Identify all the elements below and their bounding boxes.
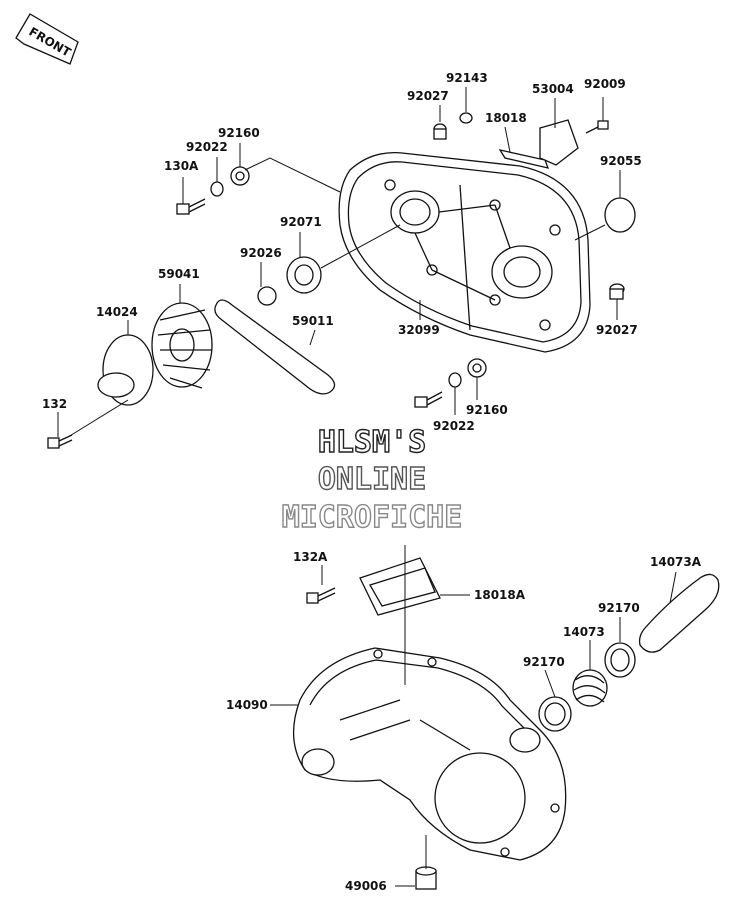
plate-18018A (359, 557, 441, 616)
watermark-line-2: ONLINE (318, 462, 426, 497)
pin-92027-top (433, 123, 447, 140)
bolt-132 (47, 434, 73, 449)
watermark-line-1: HLSM'S (318, 425, 426, 460)
callout-92071: 92071 (280, 215, 322, 229)
drive-belt-59011 (214, 299, 336, 395)
callout-92160-bottom: 92160 (466, 403, 508, 417)
callout-92026: 92026 (240, 246, 282, 260)
leader-lines-upper (57, 87, 621, 438)
callout-130A: 130A (164, 159, 199, 173)
cover-14024 (97, 334, 154, 406)
callout-92143: 92143 (446, 71, 488, 85)
washer-92022-bottom (448, 372, 462, 388)
cooling-fan-59041 (151, 302, 213, 389)
bolt-lower-right (414, 391, 443, 408)
inner-cover-32099 (338, 151, 591, 353)
callout-92022-bottom: 92022 (433, 419, 475, 433)
outer-cover-14090 (292, 647, 567, 861)
callout-92027-right: 92027 (596, 323, 638, 337)
callout-labels: 92143 92027 53004 92009 18018 92160 9202… (42, 71, 702, 893)
washer-92022-top (210, 181, 224, 197)
bushing-92143 (459, 112, 473, 124)
callout-14024: 14024 (96, 305, 138, 319)
bolt-92009 (585, 120, 609, 134)
callout-18018A: 18018A (474, 588, 526, 602)
callout-92022-top: 92022 (186, 140, 228, 154)
callout-92170-lower: 92170 (523, 655, 565, 669)
callout-132: 132 (42, 397, 67, 411)
callout-59011: 59011 (292, 314, 334, 328)
callout-92160-top: 92160 (218, 126, 260, 140)
callout-49006: 49006 (345, 879, 387, 893)
clamp-92170-upper (604, 642, 636, 678)
callout-92170-upper: 92170 (598, 601, 640, 615)
callout-53004: 53004 (532, 82, 574, 96)
seal-92071 (286, 256, 322, 294)
o-ring-92055 (604, 197, 636, 233)
leader-lines-lower (270, 545, 677, 887)
callout-18018: 18018 (485, 111, 527, 125)
callout-32099: 32099 (398, 323, 440, 337)
washer-92026 (257, 286, 277, 306)
pin-92027-right (609, 283, 625, 300)
drain-plug-49006 (415, 866, 437, 890)
clamp-92170-lower (538, 696, 572, 732)
bolt-132A (306, 587, 336, 604)
watermark-line-3: MICROFICHE (282, 500, 463, 535)
callout-92009: 92009 (584, 77, 626, 91)
callout-14073A: 14073A (650, 555, 702, 569)
callout-59041: 59041 (158, 267, 200, 281)
front-direction-marker: FRONT (15, 13, 79, 65)
callout-92027-top: 92027 (407, 89, 449, 103)
callout-132A: 132A (293, 550, 328, 564)
watermark: HLSM'S ONLINE MICROFICHE (281, 424, 463, 535)
callout-14073: 14073 (563, 625, 605, 639)
plate-18018 (498, 149, 550, 169)
bolt-130A (176, 198, 206, 215)
duct-14073A (638, 573, 720, 653)
callout-92055: 92055 (600, 154, 642, 168)
duct-14073 (572, 669, 608, 707)
collar-92160-bottom (467, 358, 487, 378)
callout-14090: 14090 (226, 698, 268, 712)
bracket-53004 (539, 119, 579, 166)
